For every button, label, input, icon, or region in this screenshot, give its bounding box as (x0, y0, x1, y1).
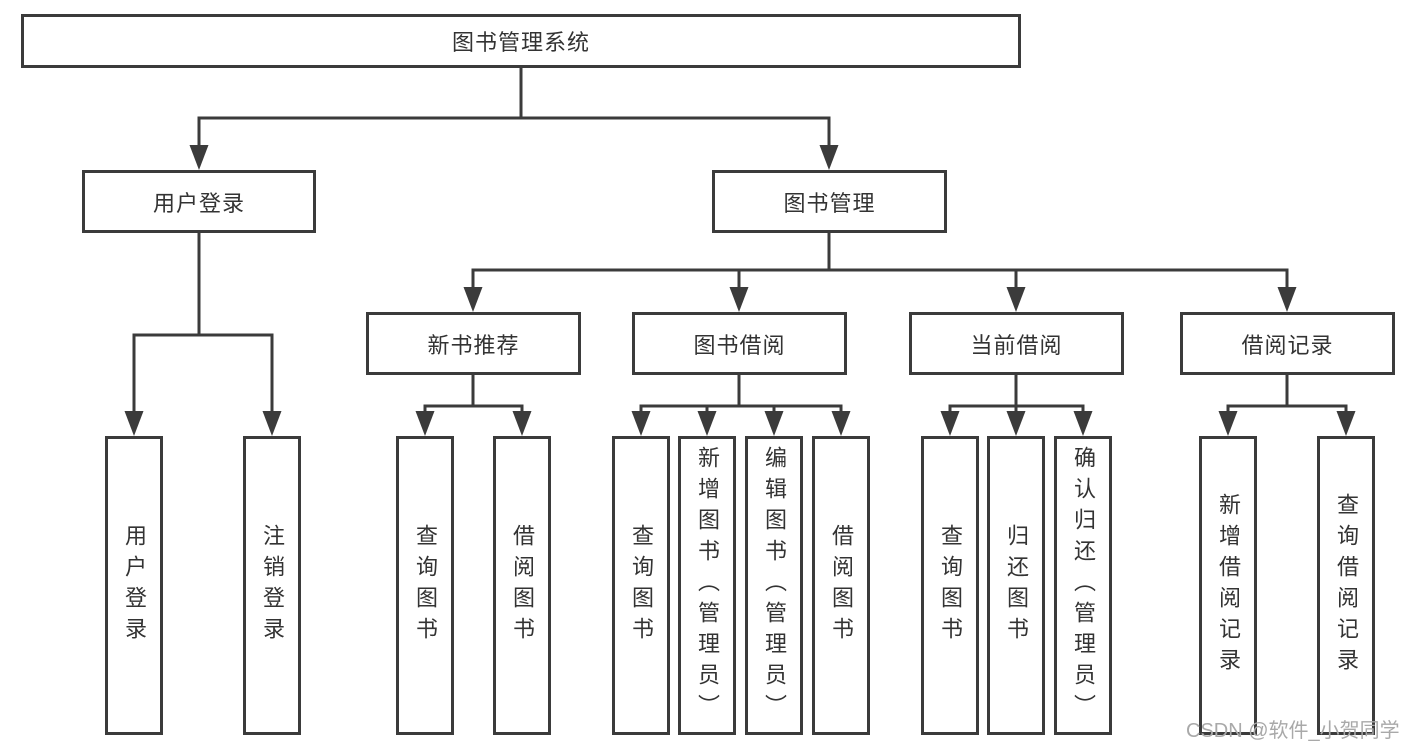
node-borrowing-records: 借阅记录 (1180, 312, 1395, 375)
connector-current-borrow-children (940, 375, 1093, 436)
node-leaf-add-borrow-record: 新增借阅记录 (1199, 436, 1257, 735)
node-book-management-label: 图书管理 (783, 190, 876, 216)
node-leaf-borrow-books-2: 借阅图书 (812, 436, 870, 735)
node-leaf-add-book-admin-label: 新增图书（管理员） (695, 446, 720, 725)
node-leaf-query-books-2: 查询图书 (612, 436, 670, 735)
node-leaf-add-book-admin: 新增图书（管理员） (678, 436, 736, 735)
node-leaf-borrow-books-1: 借阅图书 (493, 436, 551, 735)
connector-borrow-record-children (1218, 375, 1356, 436)
node-new-book-recommendation-label: 新书推荐 (427, 332, 520, 358)
node-leaf-return-books: 归还图书 (987, 436, 1045, 735)
node-leaf-confirm-return-admin-label: 确认归还（管理员） (1071, 446, 1096, 725)
node-leaf-query-borrow-record-label: 查询借阅记录 (1334, 492, 1359, 679)
connector-book-borrow-children (631, 375, 851, 436)
node-leaf-logout: 注销登录 (243, 436, 301, 735)
node-book-borrowing: 图书借阅 (632, 312, 847, 375)
node-library-system-label: 图书管理系统 (451, 30, 590, 55)
node-leaf-user-login: 用户登录 (105, 436, 163, 735)
node-leaf-query-books-3: 查询图书 (921, 436, 979, 735)
connector-user-login-children (124, 233, 282, 436)
node-leaf-borrow-books-2-label: 借阅图书 (829, 523, 854, 648)
node-user-login-label: 用户登录 (152, 190, 245, 216)
node-leaf-query-books-3-label: 查询图书 (938, 523, 963, 648)
node-leaf-query-books-1: 查询图书 (396, 436, 454, 735)
connector-book-mgmt-children (463, 233, 1297, 312)
node-leaf-edit-book-admin-label: 编辑图书（管理员） (762, 446, 787, 725)
node-borrowing-records-label: 借阅记录 (1241, 332, 1334, 358)
watermark-text: CSDN @软件_小贺同学 (1186, 720, 1400, 742)
node-leaf-edit-book-admin: 编辑图书（管理员） (745, 436, 803, 735)
node-leaf-return-books-label: 归还图书 (1004, 523, 1029, 648)
node-library-system: 图书管理系统 (21, 14, 1021, 68)
node-new-book-recommendation: 新书推荐 (366, 312, 581, 375)
node-leaf-logout-label: 注销登录 (260, 523, 285, 648)
node-leaf-confirm-return-admin: 确认归还（管理员） (1054, 436, 1112, 735)
node-current-borrowing: 当前借阅 (909, 312, 1124, 375)
node-user-login: 用户登录 (82, 170, 316, 233)
node-leaf-query-books-2-label: 查询图书 (629, 523, 654, 648)
node-leaf-query-borrow-record: 查询借阅记录 (1317, 436, 1375, 735)
connector-new-book-children (415, 375, 532, 436)
node-leaf-user-login-label: 用户登录 (122, 523, 147, 648)
node-leaf-add-borrow-record-label: 新增借阅记录 (1216, 492, 1241, 679)
node-leaf-borrow-books-1-label: 借阅图书 (510, 523, 535, 648)
node-book-borrowing-label: 图书借阅 (693, 332, 786, 358)
node-book-management: 图书管理 (712, 170, 947, 233)
node-leaf-query-books-1-label: 查询图书 (413, 523, 438, 648)
node-current-borrowing-label: 当前借阅 (970, 332, 1063, 358)
connector-root-to-level2 (189, 68, 839, 170)
